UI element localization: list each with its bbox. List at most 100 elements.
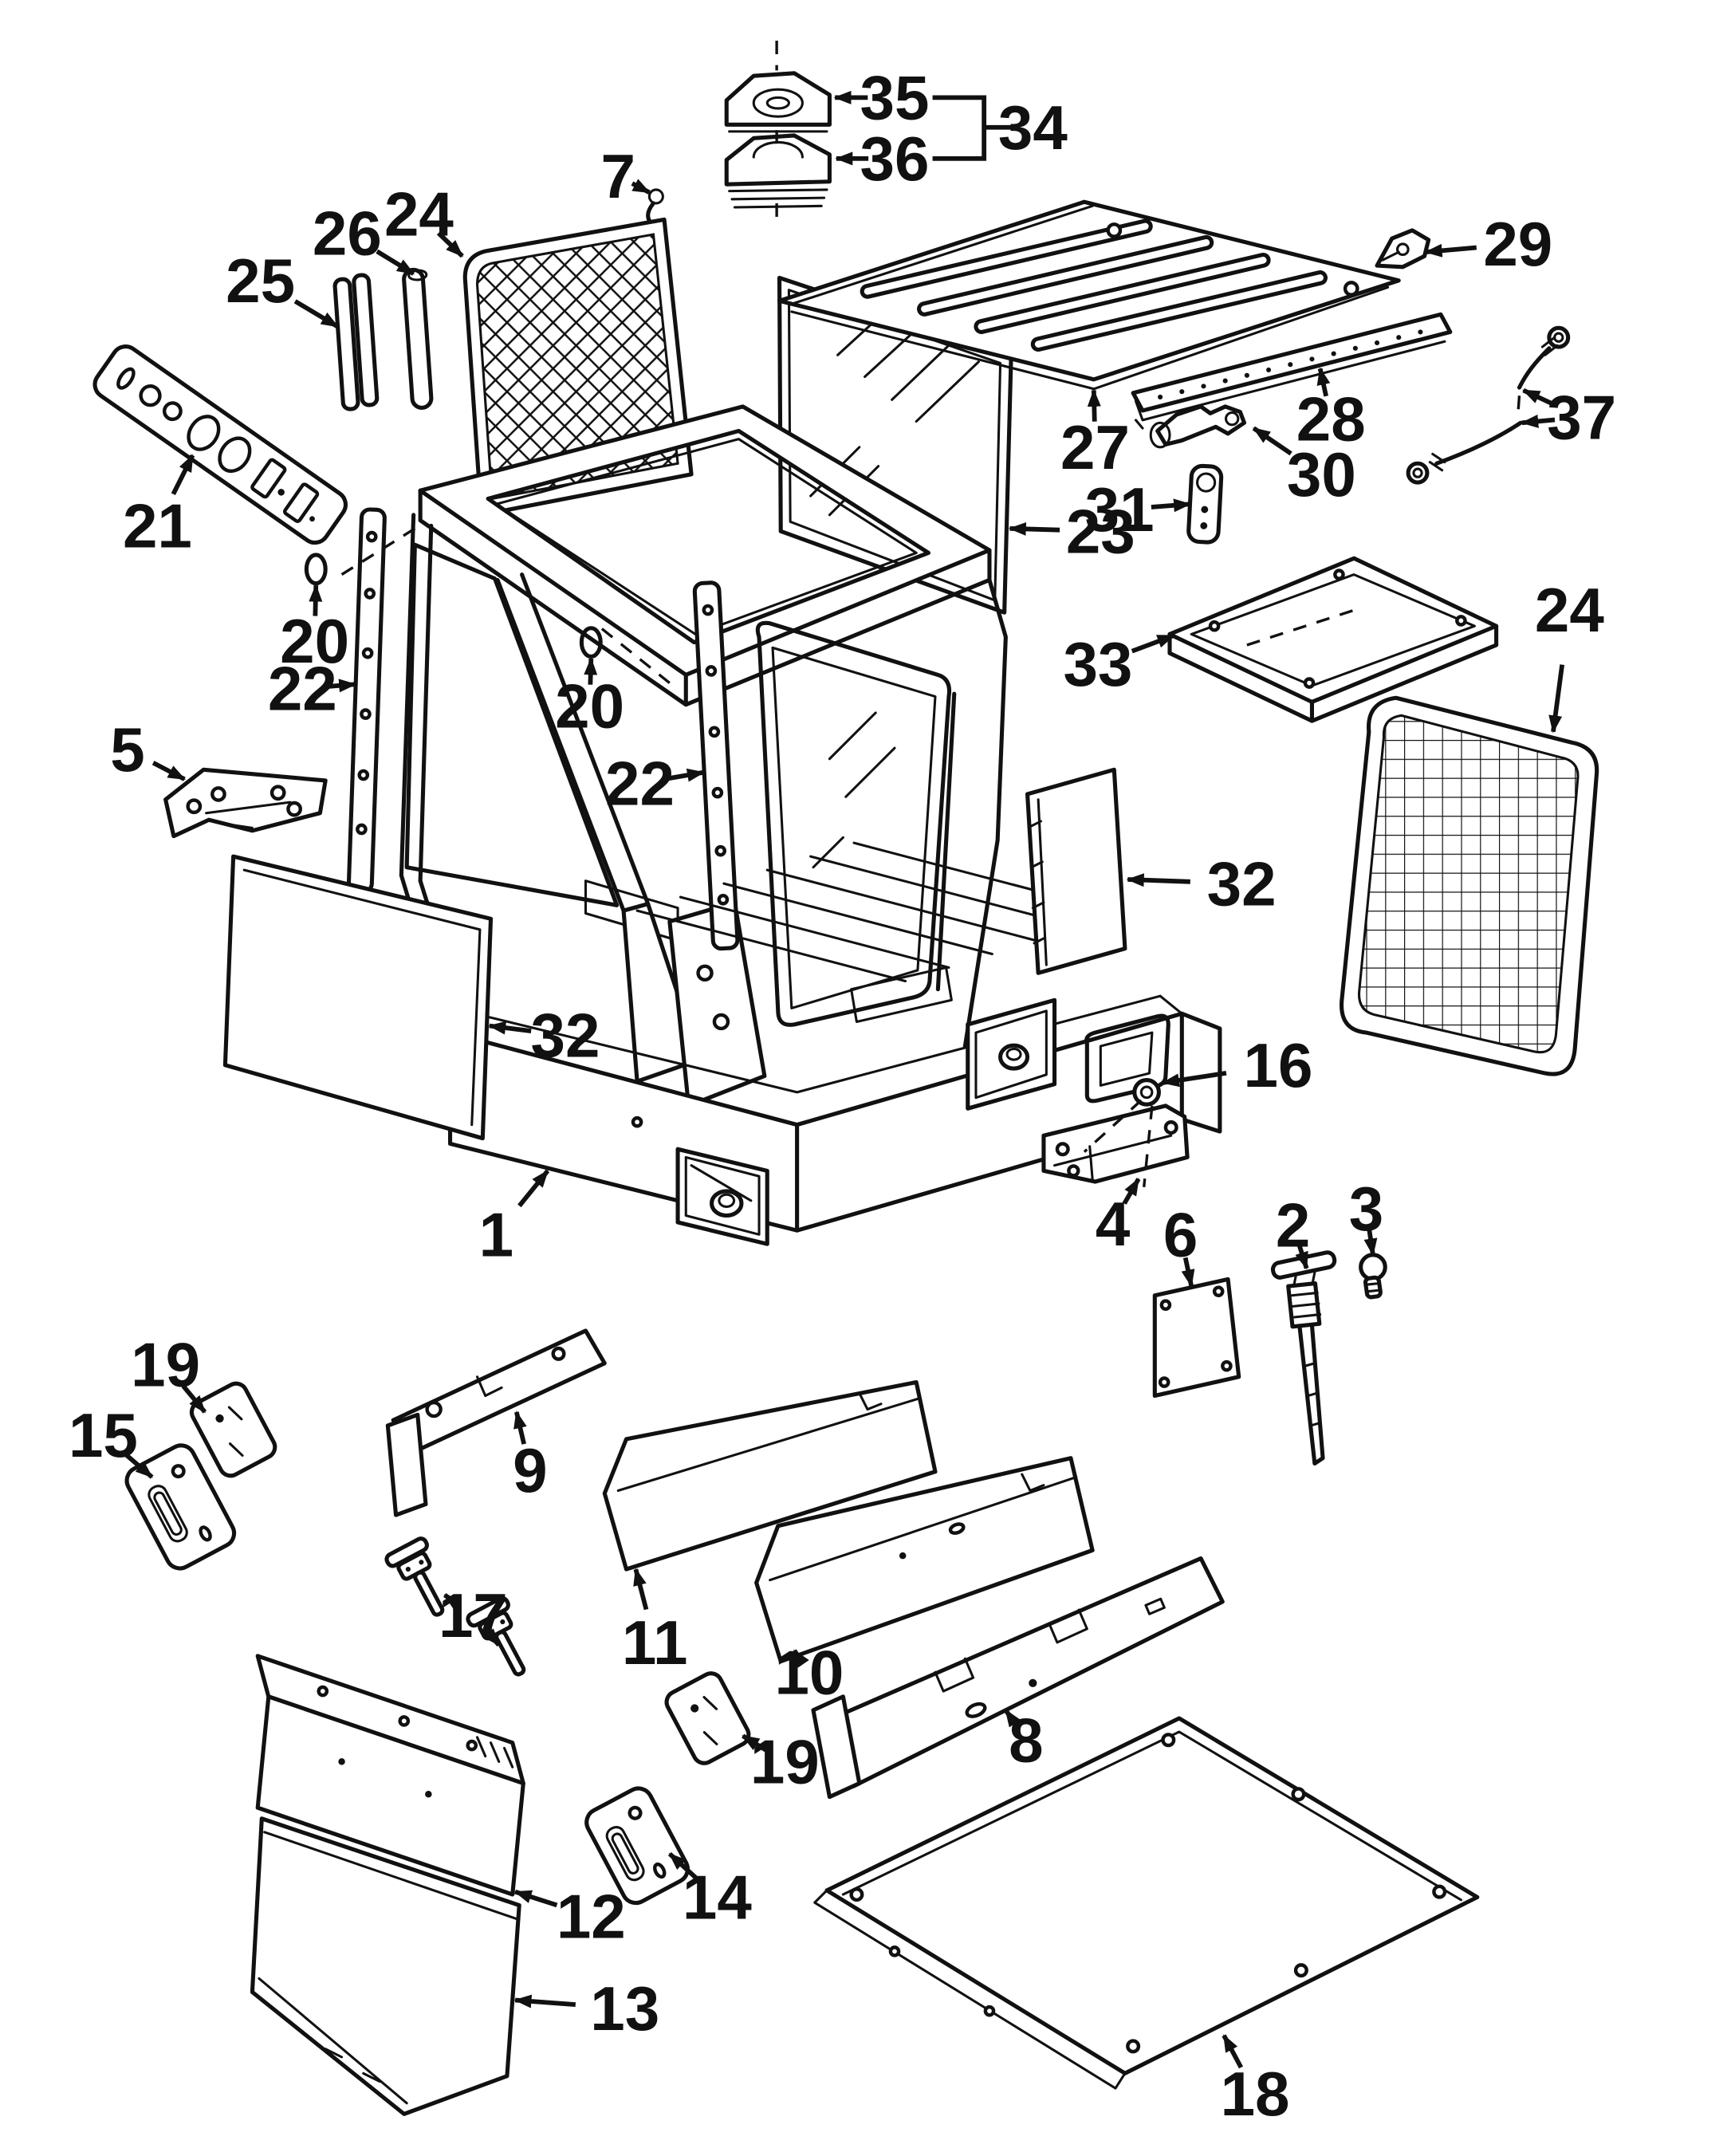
callout-label-20: 20 (555, 671, 624, 742)
callout-arrow-37 (1522, 388, 1557, 407)
callout-arrow-24 (436, 231, 464, 258)
callout-arrow-12 (513, 1889, 558, 1908)
dashed-leader (1517, 395, 1521, 415)
callout-arrow-30 (1252, 426, 1292, 456)
callout-arrow-32 (1126, 873, 1190, 887)
callout-arrow-29 (1424, 243, 1477, 258)
callout-arrow-19 (181, 1384, 207, 1414)
callout-label-21: 21 (123, 491, 192, 561)
upper-clamp-35 (724, 71, 832, 127)
callout-label-10: 10 (774, 1637, 844, 1707)
part-27-roof-panel (777, 199, 1401, 391)
callout-arrow-8 (1003, 1709, 1021, 1729)
part-19-pad-left (189, 1381, 277, 1478)
part-25-channel-strip (332, 273, 380, 411)
part-24-screen-right (1340, 695, 1599, 1076)
callout-arrow-15 (124, 1452, 154, 1479)
callout-arrow-22 (325, 679, 357, 693)
callout-label-18: 18 (1221, 2059, 1290, 2129)
callout-arrow-17 (482, 1627, 501, 1647)
callout-label-14: 14 (683, 1863, 752, 1933)
part-19-pad-center (664, 1671, 751, 1765)
callout-arrow-13 (513, 1994, 576, 2008)
callout-arrow-6 (1181, 1257, 1195, 1288)
part-22-glass-strip-center (692, 580, 740, 951)
callout-arrow-22 (667, 768, 706, 782)
part-20-grommet-center (579, 626, 603, 659)
callout-label-36: 36 (860, 124, 930, 194)
callout-arrow-19 (742, 1733, 768, 1753)
part-6-plate (1152, 1277, 1241, 1399)
part-21-dash-panel (92, 344, 348, 545)
callout-arrow-27 (1087, 388, 1101, 422)
callout-label-17: 17 (439, 1580, 508, 1650)
callout-arrow-33 (1131, 633, 1175, 654)
part-4-bracket (1041, 1104, 1190, 1184)
callout-label-24: 24 (1535, 575, 1604, 645)
callout-label-15: 15 (69, 1400, 138, 1470)
part-2-dipstick-rod (1270, 1250, 1337, 1466)
part-29-clip (1375, 228, 1431, 270)
callout-label-34: 34 (998, 92, 1068, 163)
callout-label-27: 27 (1060, 412, 1130, 482)
part-16-latch-knob (1132, 1078, 1161, 1107)
callout-label-30: 30 (1287, 439, 1356, 509)
part-26-tube (402, 267, 434, 410)
callout-label-23: 23 (1066, 496, 1135, 566)
callout-arrow-21 (171, 454, 195, 495)
callout-arrow-28 (1316, 367, 1331, 397)
callout-label-24: 24 (384, 179, 454, 250)
callout-arrow-20 (584, 657, 598, 685)
callout-label-35: 35 (860, 63, 930, 133)
callout-label-2: 2 (1276, 1190, 1310, 1261)
callout-arrow-25 (293, 299, 339, 329)
part-3-knob (1359, 1253, 1387, 1300)
part-18-floor-plate (813, 1716, 1480, 2090)
callout-arrow-20 (309, 584, 323, 616)
callout-label-11: 11 (622, 1607, 688, 1678)
callout-label-25: 25 (226, 246, 295, 316)
callout-arrow-1 (517, 1169, 550, 1208)
part-37-check-cables (1406, 325, 1571, 485)
callout-label-20: 20 (280, 606, 349, 676)
part-32-panel-right (1025, 767, 1127, 975)
part-12-panel-upper (255, 1654, 525, 1897)
part-28-retainer-strip (1131, 312, 1453, 430)
dashed-leader (1246, 608, 1356, 647)
callout-label-33: 33 (1063, 629, 1132, 699)
part-30-latch-handle (1149, 404, 1247, 449)
part-10-panel (754, 1456, 1095, 1664)
callout-arrow-11 (633, 1568, 649, 1611)
callout-arrow-37 (1521, 414, 1556, 428)
callout-label-32: 32 (531, 1001, 600, 1071)
callout-label-5: 5 (110, 714, 144, 785)
callout-label-29: 29 (1483, 209, 1552, 279)
part-32-panel-left (222, 854, 494, 1141)
callout-arrow-32 (488, 1021, 532, 1035)
part-14-slot-plate (584, 1786, 690, 1906)
callout-arrow-2 (1295, 1244, 1309, 1270)
callout-bracket-34 (932, 95, 987, 161)
part-20-grommet-left (304, 553, 328, 586)
callout-label-19: 19 (750, 1727, 820, 1797)
callout-arrow-4 (1122, 1178, 1141, 1205)
part-8-rail (811, 1556, 1225, 1800)
callout-label-13: 13 (590, 1973, 659, 2044)
callout-label-8: 8 (1009, 1705, 1043, 1775)
callout-arrow-10 (792, 1649, 809, 1668)
callout-arrow-7 (631, 179, 651, 195)
callout-arrow-3 (1363, 1229, 1378, 1257)
callout-label-31: 31 (1085, 474, 1155, 545)
callout-arrow-26 (376, 249, 415, 276)
dashed-leader-lines (340, 40, 1521, 1187)
lower-clamp-36 (724, 133, 832, 187)
callout-label-12: 12 (557, 1881, 626, 1951)
callout-label-16: 16 (1243, 1030, 1312, 1100)
callout-label-32: 32 (1207, 848, 1277, 919)
callout-arrow-31 (1151, 498, 1192, 513)
callout-label-7: 7 (601, 141, 635, 211)
callout-arrow-23 (1008, 521, 1060, 536)
part-5-bracket (163, 767, 328, 839)
